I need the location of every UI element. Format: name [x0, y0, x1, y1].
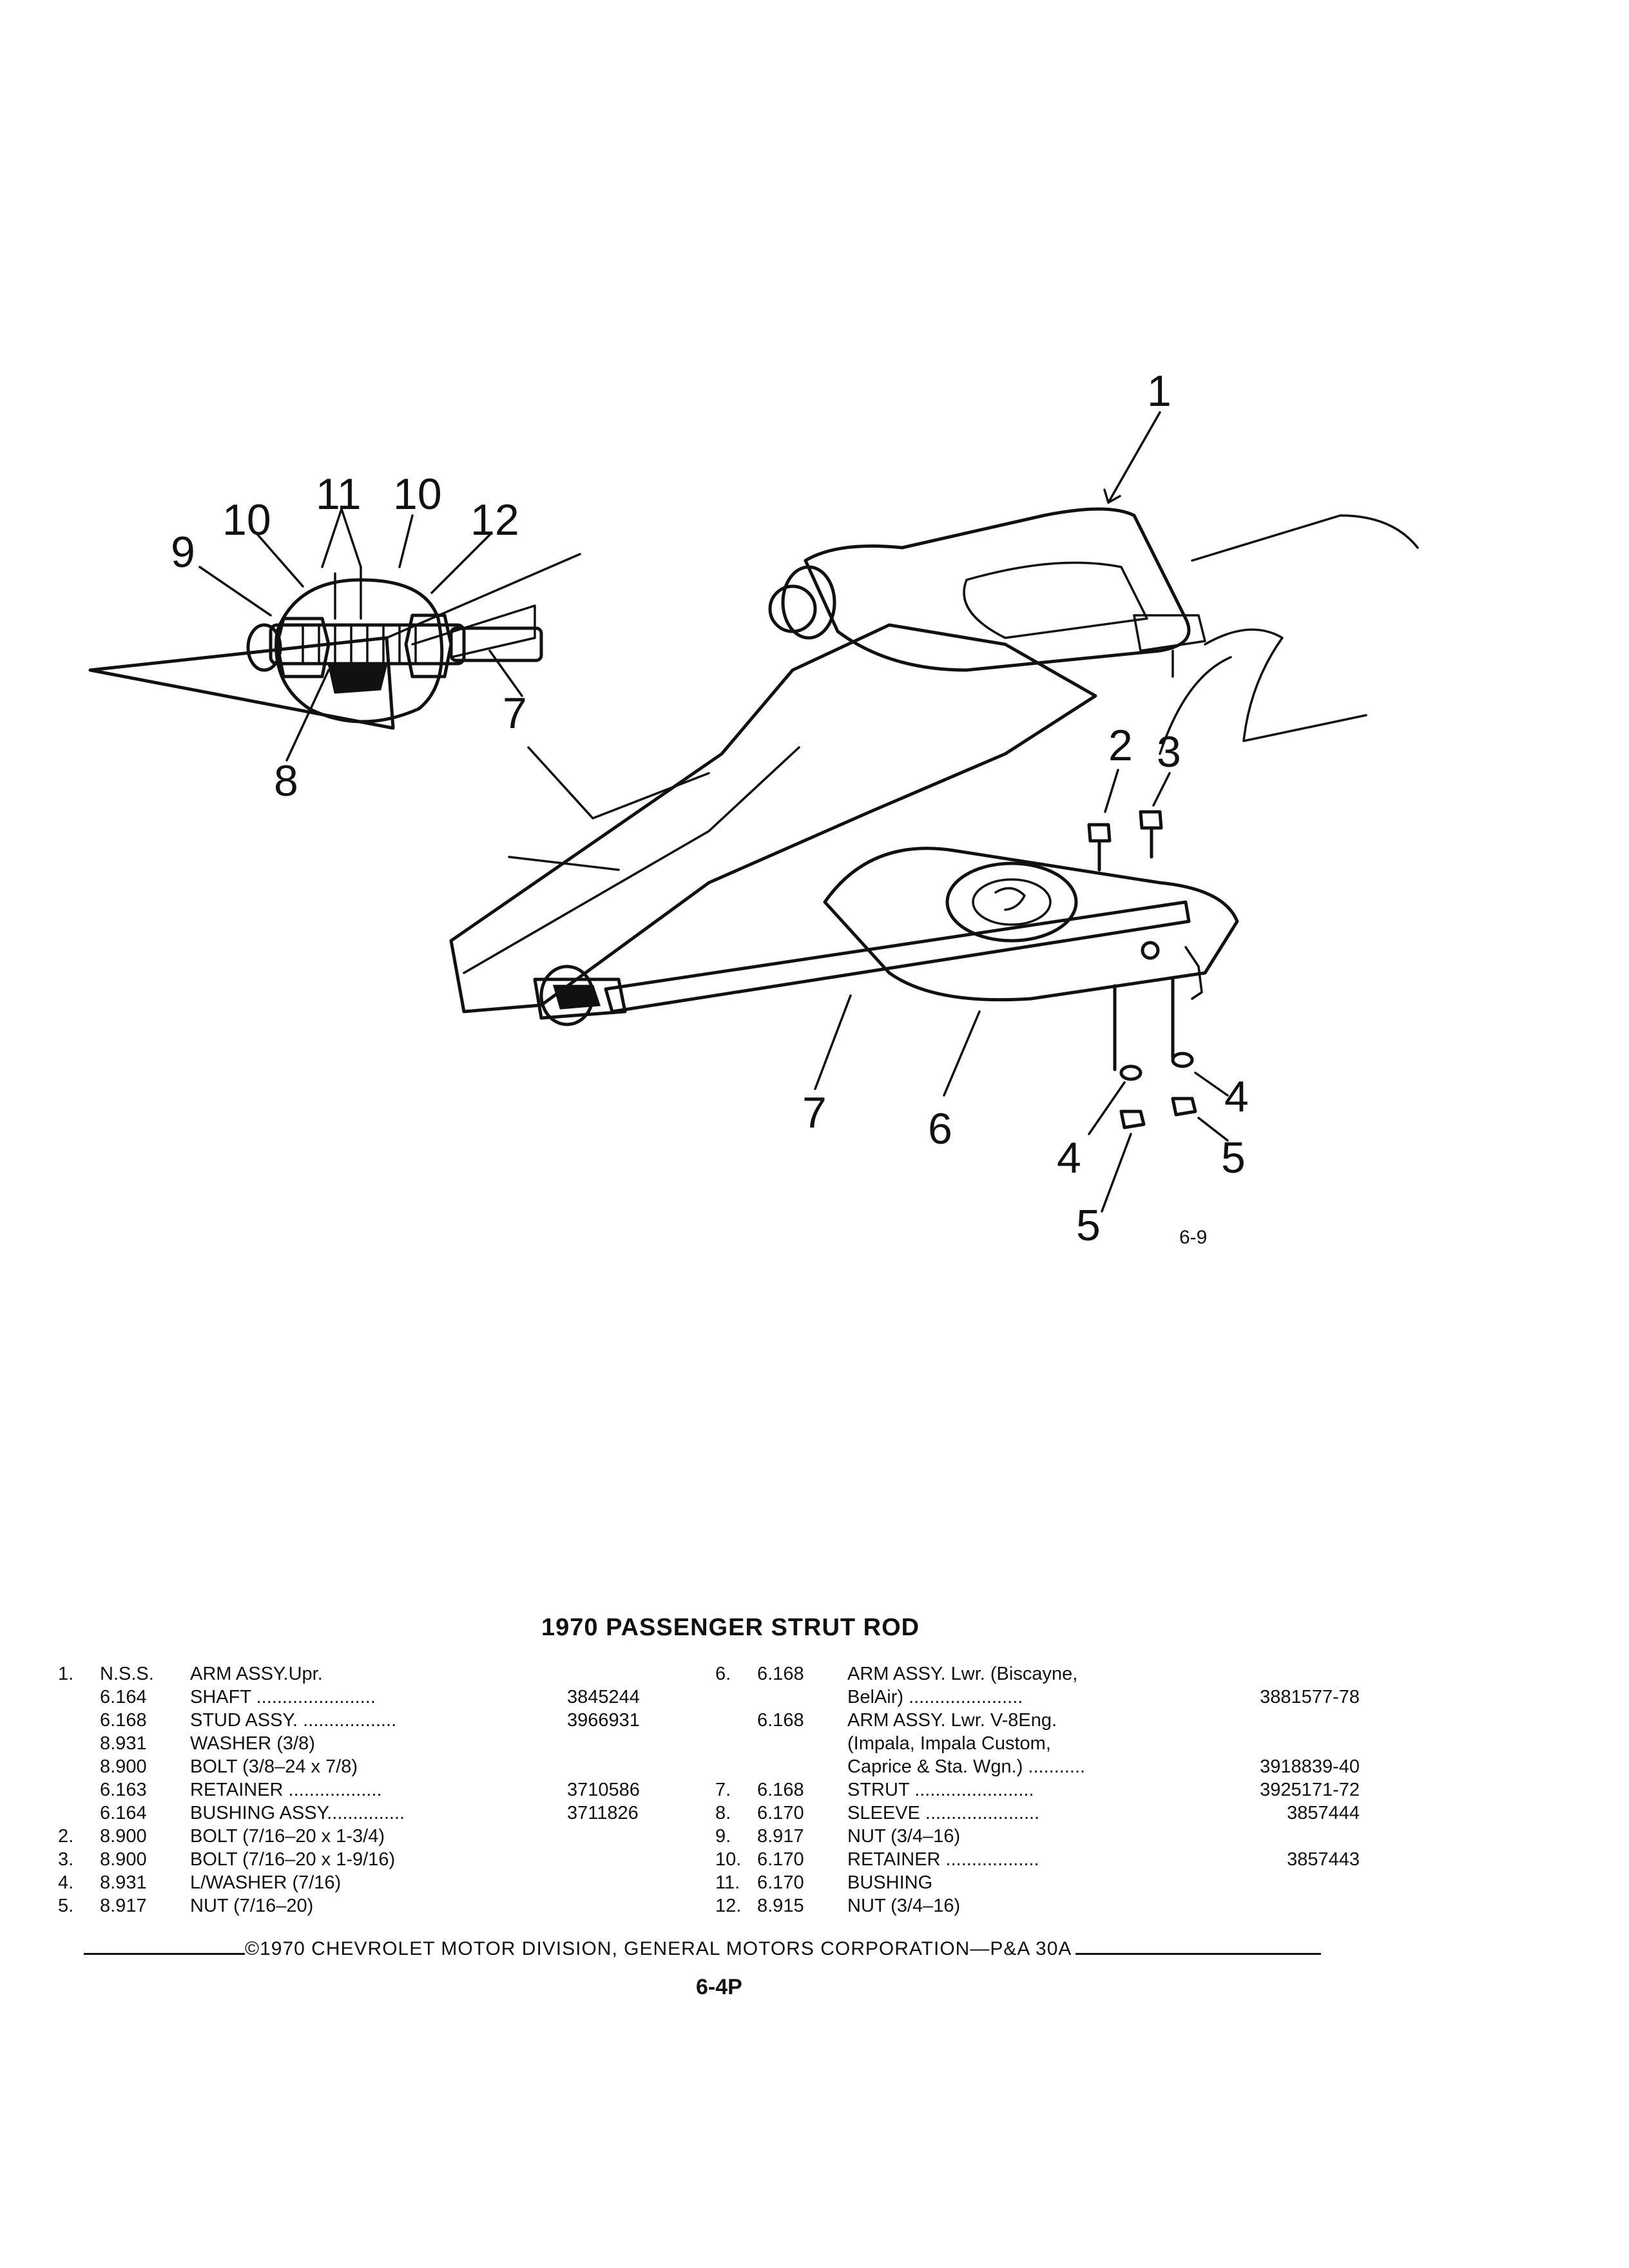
callout-8: 8	[274, 756, 298, 805]
footer-rule-left	[84, 1953, 245, 1955]
callout-4-left: 4	[1057, 1133, 1081, 1182]
callout-11: 11	[316, 470, 361, 519]
footer-rule-right	[1075, 1953, 1321, 1955]
callout-5-left: 5	[1076, 1201, 1101, 1250]
callout-9: 9	[171, 528, 195, 577]
copyright-footer: ©1970 CHEVROLET MOTOR DIVISION, GENERAL …	[84, 1938, 1321, 1960]
page-title: 1970 PASSENGER STRUT ROD	[541, 1614, 920, 1641]
callout-4-right: 4	[1224, 1072, 1249, 1121]
inset-detail-view	[88, 553, 581, 730]
callout-3: 3	[1157, 727, 1181, 776]
callout-10-left: 10	[222, 495, 271, 544]
callout-1: 1	[1147, 367, 1171, 416]
main-assembly	[449, 507, 1419, 1129]
callout-7-inset: 7	[503, 689, 527, 738]
callout-7-main: 7	[802, 1088, 827, 1137]
page-number: 6-4P	[696, 1975, 742, 1999]
callout-12: 12	[470, 495, 519, 544]
callout-6: 6	[928, 1104, 952, 1153]
callout-10-right: 10	[393, 470, 442, 519]
strut-rod-exploded-diagram: 1 2 3 4 4 5 5 6 7 7 8 9 10 10 11 12 6-9	[88, 367, 1419, 1250]
callout-5-right: 5	[1221, 1133, 1246, 1182]
callout-numbers: 1 2 3 4 4 5 5 6 7 7 8 9 10 10 11 12 6-9	[171, 367, 1249, 1250]
callout-2: 2	[1108, 721, 1133, 770]
figure-reference: 6-9	[1179, 1227, 1207, 1248]
leader-lines	[198, 411, 1229, 1213]
copyright-text: ©1970 CHEVROLET MOTOR DIVISION, GENERAL …	[245, 1938, 1072, 1959]
part-row: 1.N.S.S.ARM ASSY.Upr.	[58, 1664, 323, 1684]
